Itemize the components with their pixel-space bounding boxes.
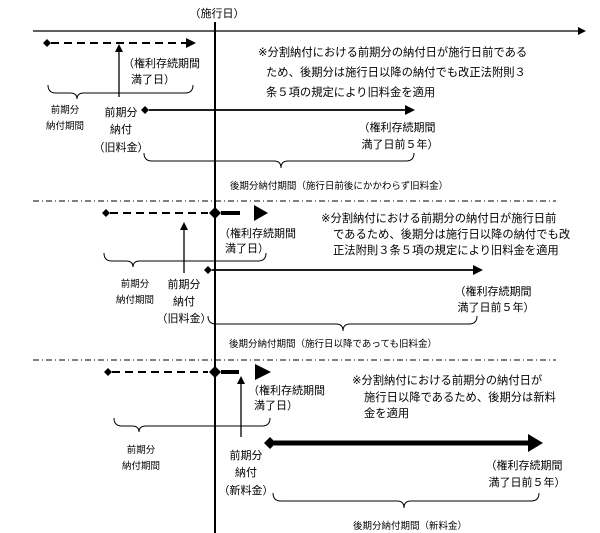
first-period-brace [104, 253, 266, 267]
up-arrow-icon [237, 376, 245, 384]
expiry-label: （権利存続期間 [248, 383, 325, 397]
second-period-label: 後期分納付期間（施行日前後にかかわらず旧料金） [230, 180, 448, 192]
axis-arrow-icon [578, 27, 586, 35]
note-line: 施行日以降であるため、後期分は新料 [364, 390, 556, 404]
five-years-label: 満了日前５年） [489, 475, 566, 489]
start-diamond-icon [104, 368, 112, 376]
case-2: （権利存続期間 満了日） 前期分 納付期間 前期分 納付 （旧料金） （権利存続… [102, 205, 570, 350]
five-years-label: 満了日前５年） [458, 300, 535, 314]
payment-diamond-icon [141, 106, 149, 114]
note-line: 金を適用 [364, 406, 409, 420]
first-period-label: 前期分 [127, 444, 156, 456]
first-payment-label: （旧料金） [94, 140, 149, 154]
effective-diamond-icon [209, 207, 221, 219]
first-payment-label: （旧料金） [157, 311, 212, 325]
first-payment-label: 前期分 [230, 448, 263, 462]
note-line: ため、後期分は施行日以降の納付でも改正法附則３ [266, 65, 526, 79]
first-payment-label: 納付 [173, 295, 195, 308]
five-years-label: （権利存続期間 [486, 458, 563, 472]
expiry-arrow-icon [254, 205, 268, 221]
five-years-arrow-icon [473, 265, 483, 275]
second-period-label: 後期分納付期間（施行日以降であっても旧料金） [229, 338, 437, 350]
payment-diamond-icon [204, 266, 212, 274]
time-axis [33, 27, 586, 35]
note-line: であるため、後期分は施行日以降の納付でも改 [333, 227, 570, 241]
first-period-label: 納付期間 [122, 460, 160, 472]
first-payment-label: 前期分 [105, 105, 138, 119]
first-period-label: 前期分 [121, 278, 150, 290]
effective-date-label: （施行日） [190, 7, 245, 20]
first-period-brace [48, 85, 193, 99]
first-period-label: 納付期間 [116, 294, 154, 306]
case-3: （権利存続期間 満了日） 前期分 納付期間 前期分 納付 （新料金） （権利存続… [104, 364, 566, 532]
second-period-label: 後期分納付期間（新料金） [353, 520, 467, 532]
second-period-brace [273, 493, 539, 508]
expiry-label: （権利存続期間 [219, 226, 296, 240]
start-diamond-icon [43, 39, 51, 47]
case-1: （権利存続期間 満了日） 前期分 納付期間 前期分 納付 （旧料金） （権利存続… [43, 38, 527, 192]
five-years-arrow-icon [405, 105, 415, 115]
up-arrow-icon [180, 222, 188, 230]
note-line: ※分割納付における前期分の納付日が [352, 373, 542, 387]
expiry-label: 満了日） [225, 242, 269, 255]
five-years-label: 満了日前５年） [362, 137, 439, 151]
second-period-brace [208, 316, 477, 331]
expiry-arrow-icon [255, 364, 271, 380]
five-years-label: （権利存続期間 [455, 284, 532, 298]
expiry-label: （権利存続期間 [123, 56, 200, 70]
note-line: ※分割納付における前期分の納付日が施行日前である [258, 45, 527, 59]
expiry-arrow-icon [186, 38, 196, 48]
first-payment-label: 納付 [110, 123, 132, 136]
first-period-label: 納付期間 [46, 120, 84, 132]
expiry-label: 満了日） [254, 399, 298, 412]
first-payment-label: 納付 [235, 466, 257, 479]
first-period-brace [114, 418, 270, 432]
start-diamond-icon [102, 209, 110, 217]
expiry-label: 満了日） [131, 73, 175, 86]
effective-diamond-icon [209, 366, 221, 378]
first-payment-label: （新料金） [219, 483, 274, 497]
note-line: ※分割納付における前期分の納付日が施行日前 [321, 211, 556, 225]
up-arrow-icon [115, 44, 123, 52]
five-years-arrow-icon [528, 434, 543, 452]
note-line: 条５項の規定により旧料金を適用 [266, 85, 435, 99]
five-years-label: （権利存続期間 [359, 120, 436, 134]
first-period-label: 前期分 [51, 104, 80, 116]
second-period-brace [144, 153, 414, 168]
note-line: 正法附則３条５項の規定により旧料金を適用 [333, 243, 559, 257]
first-payment-label: 前期分 [168, 277, 201, 291]
